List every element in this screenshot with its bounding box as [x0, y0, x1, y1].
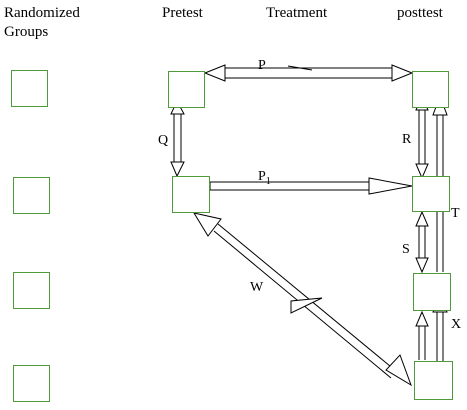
label-q: Q — [158, 133, 169, 148]
label-p1: P1 — [258, 169, 271, 190]
posttest-box-2 — [412, 176, 450, 212]
path-p1-arrow — [209, 177, 413, 195]
label-p1-subscript: 1 — [265, 175, 271, 187]
path-r-arrow — [415, 94, 429, 180]
posttest-box-1 — [412, 71, 449, 108]
header-pretest: Pretest — [162, 5, 203, 21]
group-box-2 — [13, 177, 50, 214]
label-t: T — [451, 206, 460, 221]
path-s-arrow — [415, 210, 429, 274]
label-w: W — [250, 280, 264, 295]
header-randomized-groups: Randomized Groups — [4, 5, 80, 40]
group-box-1 — [11, 70, 48, 107]
path-q-arrow — [170, 99, 185, 178]
label-s: S — [402, 242, 410, 257]
label-p1-base: P — [258, 169, 266, 184]
pretest-box-1 — [168, 71, 205, 108]
label-p: P — [258, 58, 266, 73]
group-box-3 — [13, 272, 50, 309]
path-post3-post4-arrow — [415, 310, 429, 360]
posttest-box-3 — [413, 273, 451, 311]
path-p-arrow — [203, 64, 414, 82]
posttest-box-4 — [414, 361, 453, 400]
label-x: X — [451, 317, 462, 332]
label-r: R — [402, 132, 412, 147]
header-treatment: Treatment — [266, 5, 328, 21]
pretest-box-2 — [172, 176, 210, 213]
header-posttest: posttest — [397, 5, 443, 21]
group-box-4 — [13, 365, 50, 402]
path-w-arrow — [192, 212, 412, 387]
